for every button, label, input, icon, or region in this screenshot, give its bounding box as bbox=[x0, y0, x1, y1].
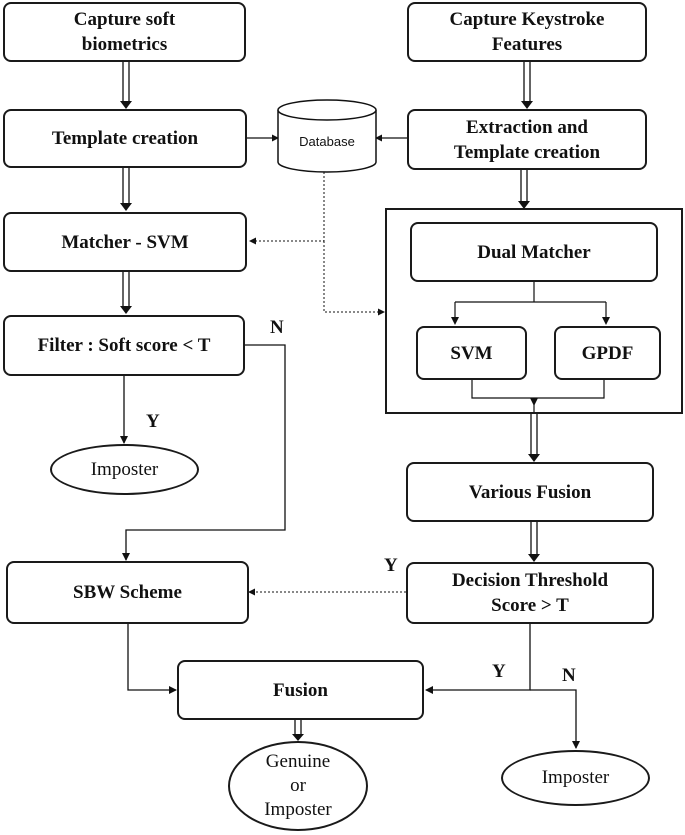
filter-no-label: N bbox=[270, 317, 284, 338]
arrow-various-fusion-to-decision bbox=[530, 522, 538, 554]
imposter-left-oval: Imposter bbox=[50, 444, 199, 495]
filter-box: Filter : Soft score < T bbox=[3, 315, 245, 376]
dual-matcher-box: Dual Matcher bbox=[410, 222, 658, 282]
arrowhead bbox=[120, 101, 132, 109]
fusion-box: Fusion bbox=[177, 660, 424, 720]
arrowhead bbox=[521, 101, 533, 109]
gpdf-box: GPDF bbox=[554, 326, 661, 380]
arrow-filter-no bbox=[122, 344, 286, 561]
arrow-capture-soft-to-template bbox=[122, 62, 130, 101]
capture-keystroke-box: Capture Keystroke Features bbox=[407, 2, 647, 62]
arrowhead bbox=[528, 554, 540, 562]
arrow-decision-yes-to-fusion bbox=[425, 624, 531, 694]
arrowhead bbox=[120, 306, 132, 314]
arrow-keystroke-to-extraction bbox=[523, 62, 531, 101]
extraction-template-box: Extraction and Template creation bbox=[407, 109, 647, 170]
filter-yes-label: Y bbox=[146, 411, 160, 432]
imposter-right-oval: Imposter bbox=[501, 750, 650, 806]
arrowhead bbox=[528, 454, 540, 462]
split-dual-to-svm-gpdf bbox=[454, 282, 607, 317]
arrow-fusion-to-genuine bbox=[294, 720, 302, 734]
arrow-decision-no-to-imposter bbox=[530, 689, 580, 749]
dual-matcher-frame bbox=[385, 208, 683, 414]
arrow-sbw-to-fusion bbox=[127, 624, 177, 694]
various-fusion-box: Various Fusion bbox=[406, 462, 654, 522]
template-creation-box: Template creation bbox=[3, 109, 247, 168]
decision-yes-fusion-label: Y bbox=[492, 661, 506, 682]
sbw-scheme-box: SBW Scheme bbox=[6, 561, 249, 624]
decision-threshold-box: Decision Threshold Score > T bbox=[406, 562, 654, 624]
dotted-database-to-dual bbox=[323, 241, 385, 316]
dotted-database-to-matcher bbox=[249, 172, 325, 245]
arrowhead bbox=[518, 201, 530, 209]
database-label: Database bbox=[299, 134, 355, 149]
decision-yes-left-label: Y bbox=[384, 555, 398, 576]
arrow-extraction-to-dual bbox=[520, 170, 528, 201]
arrowhead bbox=[292, 734, 304, 741]
decision-no-label: N bbox=[562, 665, 576, 686]
arrowhead bbox=[120, 203, 132, 211]
arrow-matcher-to-filter bbox=[122, 272, 130, 306]
capture-soft-biometrics-box: Capture soft biometrics bbox=[3, 2, 246, 62]
database-cylinder bbox=[277, 99, 377, 173]
matcher-svm-box: Matcher - SVM bbox=[3, 212, 247, 272]
genuine-or-imposter-oval: Genuine or Imposter bbox=[228, 741, 368, 831]
arrow-dual-frame-to-fusion bbox=[530, 414, 538, 454]
arrow-template-to-matcher bbox=[122, 168, 130, 203]
svm-box: SVM bbox=[416, 326, 527, 380]
